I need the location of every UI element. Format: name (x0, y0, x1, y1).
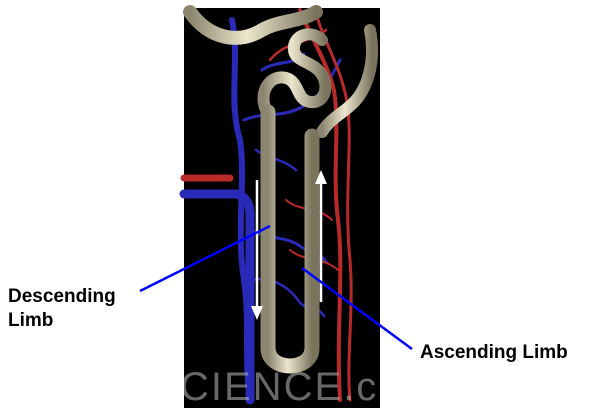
descending-limb-label-line2: Limb (8, 309, 116, 333)
watermark-text: CIENCE.c (184, 366, 380, 408)
ascending-limb-label: Ascending Limb (420, 341, 568, 365)
descending-limb-label-line1: Descending (8, 285, 116, 309)
descending-limb-label: Descending Limb (8, 285, 116, 333)
